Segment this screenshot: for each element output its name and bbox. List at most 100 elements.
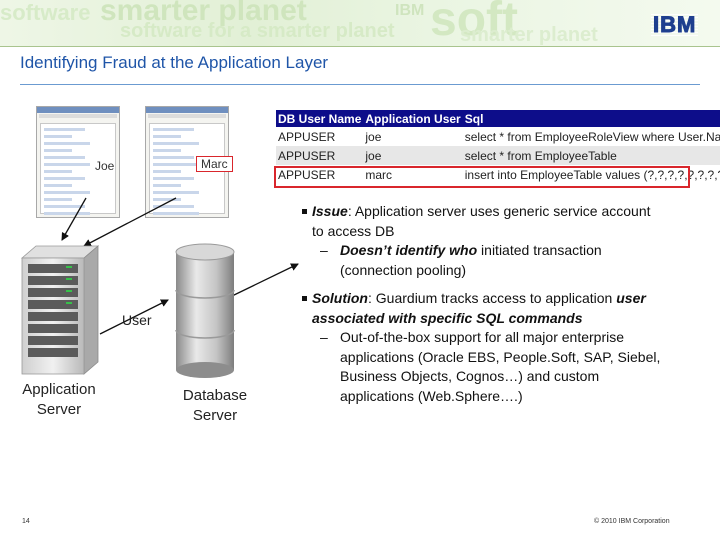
issue-sub-text: initiated transaction xyxy=(477,242,602,258)
window-row xyxy=(44,170,73,173)
issue-sub-lead: Doesn’t identify who xyxy=(340,242,478,258)
solution-text: : Guardium tracks access to application xyxy=(368,290,617,306)
window-row xyxy=(44,142,90,145)
bullet-line: to access DB xyxy=(302,222,712,242)
watermark-text: smarter planet xyxy=(460,24,598,46)
column-header-sql: Sql xyxy=(462,110,720,127)
user-label-marc: Marc xyxy=(196,156,233,172)
solution-sub-line: applications (Oracle EBS, People.Soft, S… xyxy=(340,348,661,365)
arrow-marc-to-server xyxy=(83,197,177,247)
table-row: APPUSER marc insert into EmployeeTable v… xyxy=(276,165,720,184)
title-rule xyxy=(20,84,700,85)
solution-sub-line: Out-of-the-box support for all major ent… xyxy=(340,329,625,345)
solution-sub-line: applications (Web.Sphere….) xyxy=(340,387,523,404)
solution-bullet: Solution: Guardium tracks access to appl… xyxy=(302,289,712,406)
dash-icon: – xyxy=(320,329,328,345)
issue-sub-text-cont: (connection pooling) xyxy=(340,261,467,278)
application-server-icon xyxy=(20,245,100,375)
watermark-text: IBM xyxy=(395,2,425,19)
bullet-line: associated with specific SQL commands xyxy=(302,309,712,329)
table-row: APPUSER joe select * from EmployeeTable xyxy=(276,146,720,165)
window-row xyxy=(153,142,199,145)
window-row xyxy=(153,177,194,180)
issue-text-cont: to access DB xyxy=(312,222,395,239)
column-header-db-user: DB User Name xyxy=(276,110,364,127)
header-rule xyxy=(0,46,720,47)
window-row xyxy=(153,198,182,201)
user-label: User xyxy=(122,312,152,328)
user-label-joe: Joe xyxy=(95,159,115,173)
table-row: APPUSER joe select * from EmployeeRoleVi… xyxy=(276,127,720,146)
bullet-square-icon xyxy=(302,296,307,301)
window-row xyxy=(153,191,199,194)
label-line: Application xyxy=(22,381,96,398)
window-row xyxy=(44,128,85,131)
arrow-joe-to-server xyxy=(61,197,87,241)
window-row xyxy=(44,149,73,152)
cell-app-user: joe xyxy=(363,127,463,146)
table-header-row: DB User Name Application User Sql xyxy=(276,110,720,127)
watermark-text: smarter planet xyxy=(100,0,307,27)
app-window-joe-thumbnail xyxy=(36,106,120,218)
cell-app-user: joe xyxy=(363,146,463,165)
window-row xyxy=(44,198,73,201)
sub-bullet-line: Business Objects, Cognos…) and custom xyxy=(302,367,712,387)
watermark-text: software for a smarter planet xyxy=(120,20,395,42)
window-panel xyxy=(40,123,116,215)
window-row xyxy=(153,212,199,215)
window-titlebar xyxy=(37,107,119,113)
window-row xyxy=(153,149,182,152)
cell-sql: select * from EmployeeRoleView where Use… xyxy=(462,127,720,146)
solution-text-line2: associated with specific SQL commands xyxy=(312,309,583,326)
window-row xyxy=(44,177,85,180)
logo-text: IBM xyxy=(652,12,697,38)
sql-activity-table: DB User Name Application User Sql APPUSE… xyxy=(276,110,720,184)
cell-db-user: APPUSER xyxy=(276,146,364,165)
window-row xyxy=(153,128,194,131)
window-row xyxy=(153,205,194,208)
watermark-text: software xyxy=(0,0,91,25)
issue-bullet: Issue: Application server uses generic s… xyxy=(302,202,712,280)
window-row xyxy=(44,212,90,215)
column-header-app-user: Application User xyxy=(363,110,463,127)
header-banner: software smarter planet software for a s… xyxy=(0,0,720,46)
arrow-db-to-table xyxy=(231,263,299,297)
window-row xyxy=(44,156,85,159)
window-row xyxy=(44,135,73,138)
window-row xyxy=(44,163,90,166)
cell-db-user: APPUSER xyxy=(276,127,364,146)
bullet-square-icon xyxy=(302,209,307,214)
window-menubar xyxy=(148,114,226,118)
window-row xyxy=(44,205,85,208)
window-row xyxy=(44,191,90,194)
cell-db-user: APPUSER xyxy=(276,165,364,184)
application-server-label: Application Server xyxy=(14,380,104,420)
issue-text: : Application server uses generic servic… xyxy=(347,203,651,219)
window-row xyxy=(153,184,182,187)
database-server-label: Database Server xyxy=(170,386,260,426)
window-menubar xyxy=(39,114,117,118)
sub-bullet-line: – Out-of-the-box support for all major e… xyxy=(302,328,712,348)
page-title: Identifying Fraud at the Application Lay… xyxy=(20,53,329,72)
cell-sql: insert into EmployeeTable values (?,?,?,… xyxy=(462,165,720,184)
highlighted-row-box xyxy=(274,166,690,188)
sub-bullet-line: (connection pooling) xyxy=(302,261,712,281)
ibm-logo: IBM xyxy=(651,12,699,38)
solution-lead: Solution xyxy=(312,290,368,306)
window-row xyxy=(153,135,182,138)
bullet-line: Issue: Application server uses generic s… xyxy=(302,202,712,222)
app-window-marc-thumbnail xyxy=(145,106,229,218)
watermark-text: soft xyxy=(430,0,518,46)
label-line: Database xyxy=(182,387,248,404)
label-line: Server xyxy=(36,401,82,418)
sub-bullet-line: applications (Web.Sphere….) xyxy=(302,387,712,407)
cell-app-user: marc xyxy=(363,165,463,184)
sub-bullet-line: applications (Oracle EBS, People.Soft, S… xyxy=(302,348,712,368)
window-row xyxy=(153,170,182,173)
window-row xyxy=(153,163,199,166)
page-number: 14 xyxy=(22,518,30,525)
window-row xyxy=(153,156,194,159)
dash-icon: – xyxy=(320,242,328,258)
